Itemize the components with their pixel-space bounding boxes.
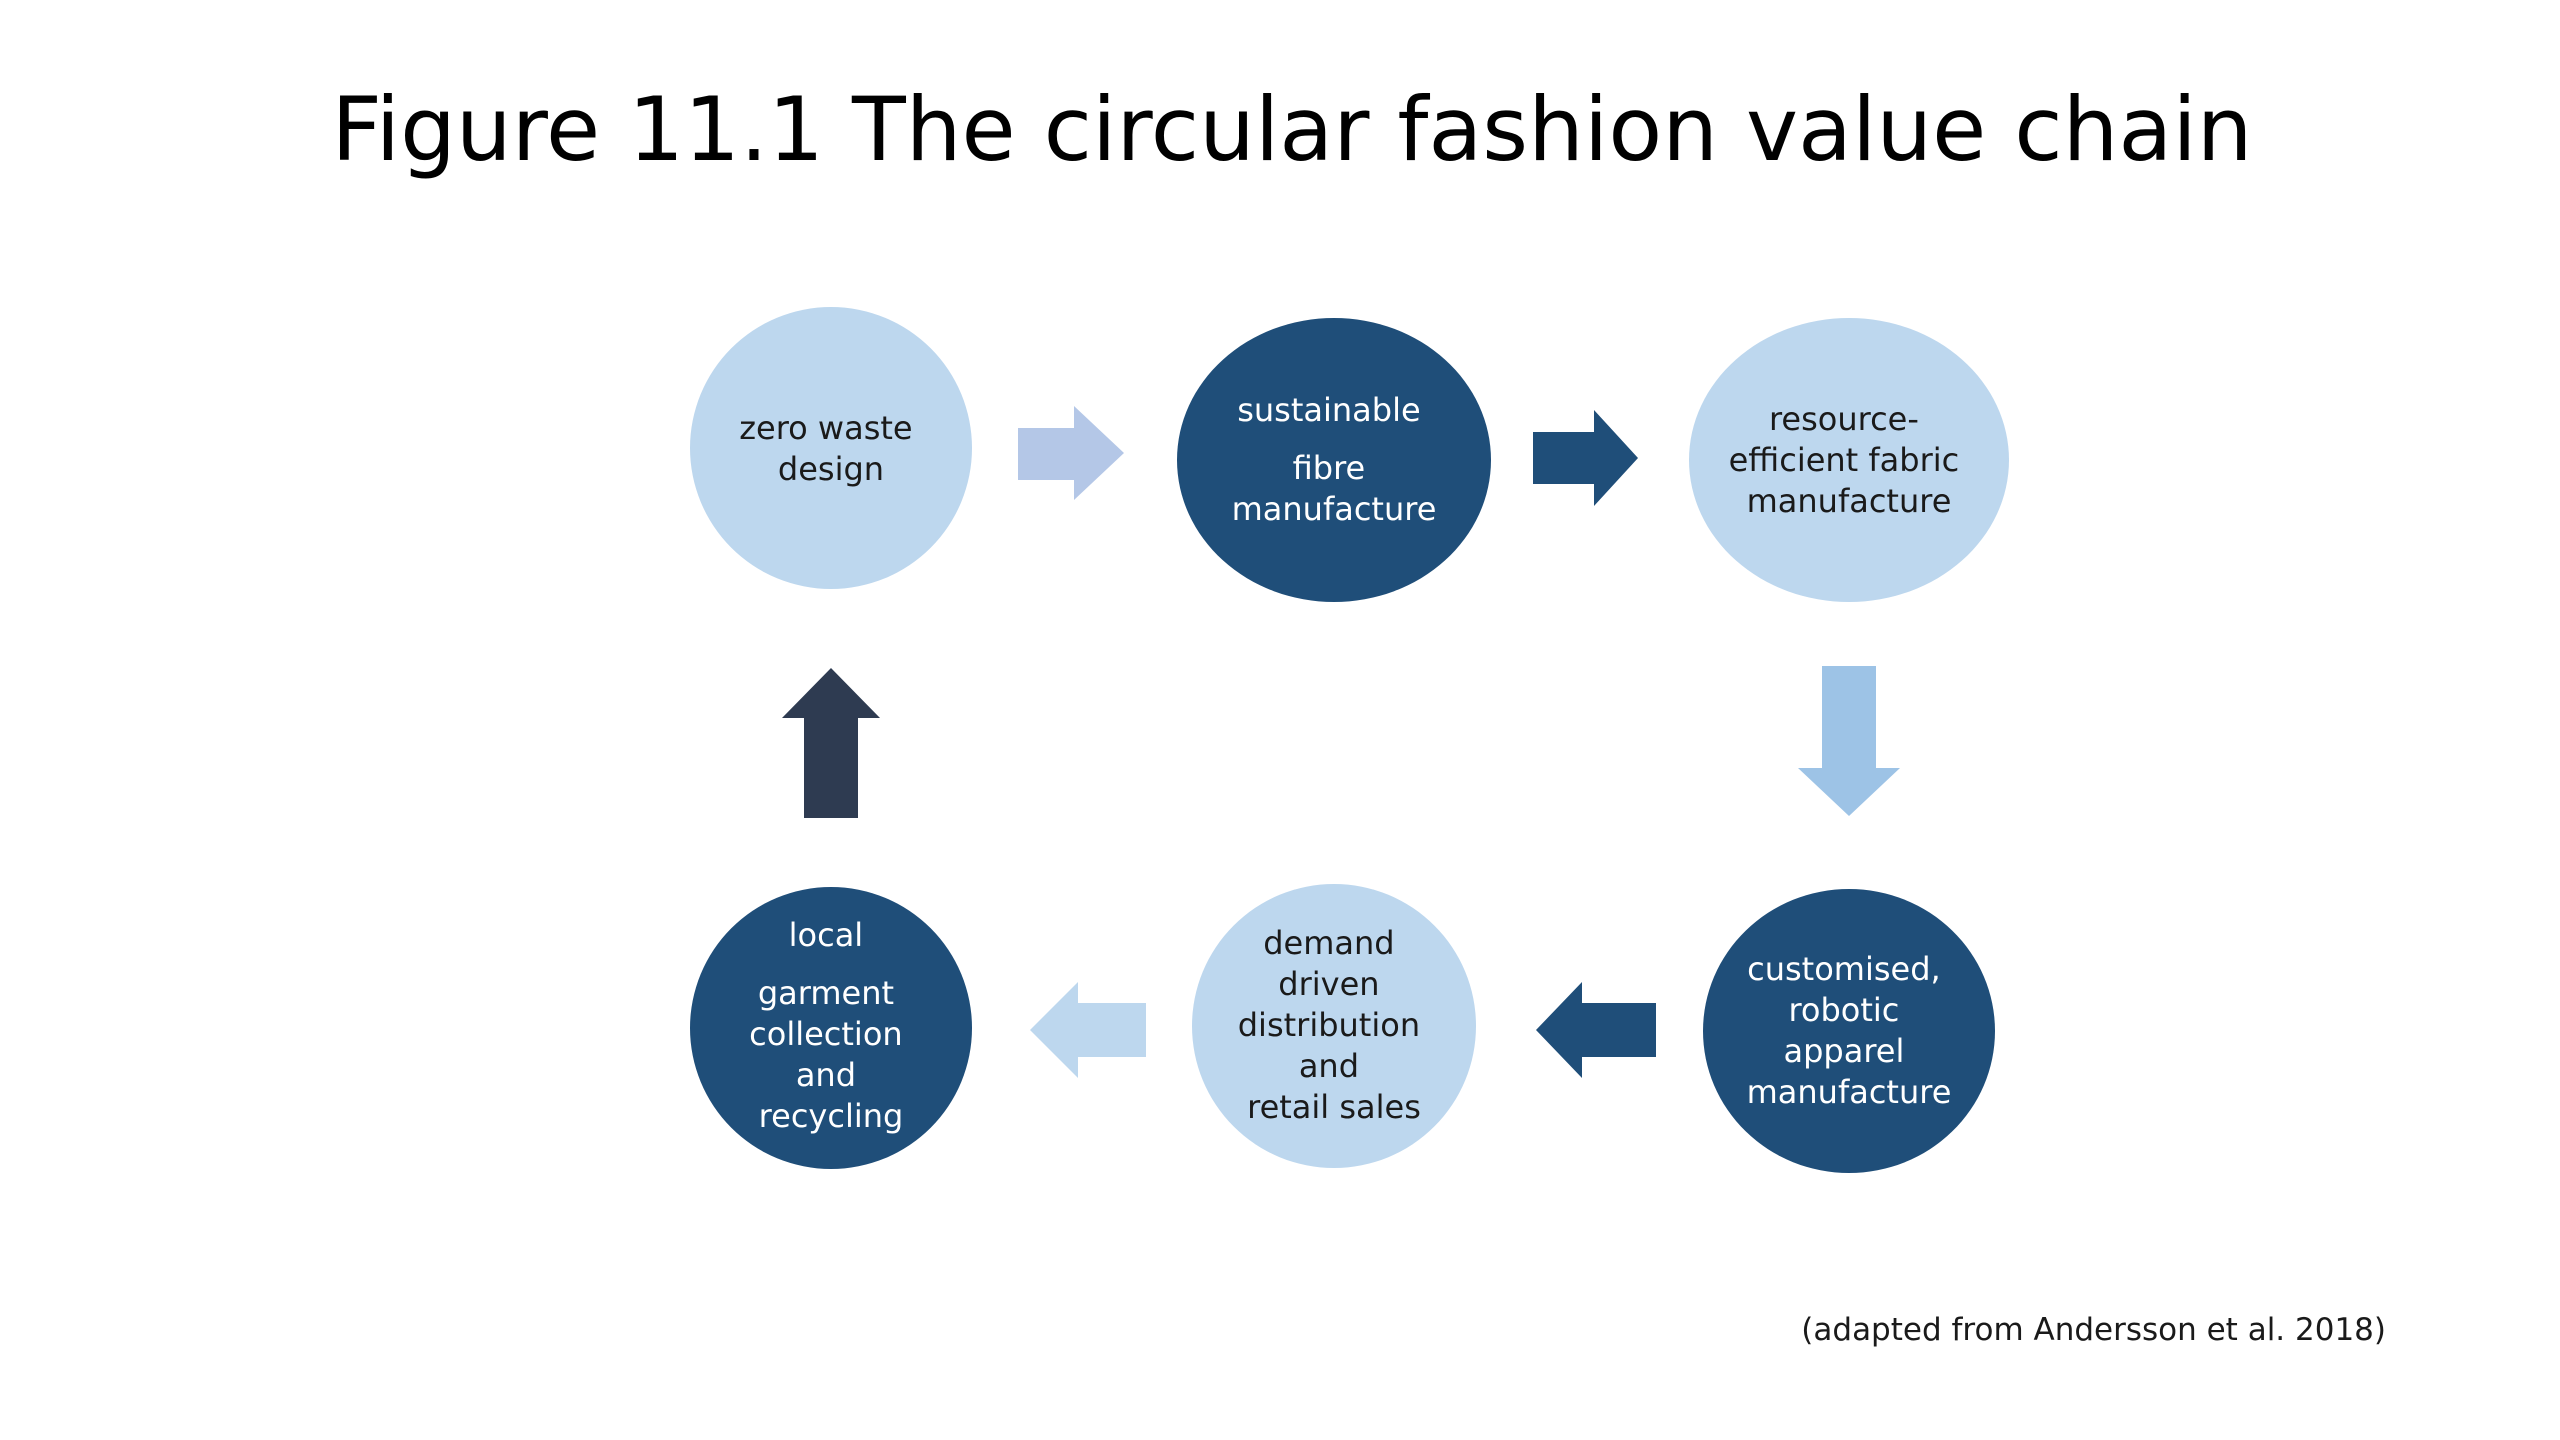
node-label-line: retail sales [1247, 1088, 1421, 1126]
node-shape [1689, 318, 2009, 602]
arrow-fabric-to-apparel [1798, 666, 1900, 816]
node-label-line: fibre [1293, 449, 1366, 487]
node-label: resource- efficient fabric manufacture [1729, 400, 1970, 520]
node-label-line: apparel [1783, 1032, 1904, 1070]
arrow-fibre-to-fabric [1533, 410, 1638, 506]
node-shape [690, 307, 972, 589]
node-label: zero waste design [739, 409, 923, 488]
arrow-apparel-to-distribution [1536, 982, 1656, 1078]
node-label-line: resource- [1769, 400, 1919, 438]
node-customised-robotic-apparel-manufacture: customised, robotic apparel manufacture [1703, 889, 1995, 1173]
node-label: demand driven distribution and retail sa… [1238, 924, 1431, 1126]
arrow-distribution-to-collection [1030, 982, 1146, 1078]
node-label-line: driven [1278, 965, 1379, 1003]
node-sustainable-fibre-manufacture: sustainable fibre manufacture [1177, 318, 1491, 602]
node-label-line: local [789, 916, 864, 954]
node-shape [1192, 884, 1476, 1168]
node-label-line: and [1299, 1047, 1359, 1085]
node-shape [1703, 889, 1995, 1173]
node-label-line: manufacture [1747, 482, 1952, 520]
node-label-line: manufacture [1232, 490, 1437, 528]
arrow-collection-to-design [782, 668, 880, 818]
node-label-line: robotic [1788, 991, 1899, 1029]
node-label-line: efficient fabric [1729, 441, 1960, 479]
node-label-line: zero waste [739, 409, 912, 447]
node-label-line: sustainable [1237, 391, 1420, 429]
node-label-line: design [778, 450, 884, 488]
node-resource-efficient-fabric-manufacture: resource- efficient fabric manufacture [1689, 318, 2009, 602]
node-label-line: garment [758, 974, 894, 1012]
node-label-line: recycling [759, 1097, 904, 1135]
node-label-line: manufacture [1747, 1073, 1952, 1111]
node-label-line: demand [1263, 924, 1394, 962]
node-label: customised, robotic apparel manufacture [1747, 950, 1952, 1111]
node-label-line: collection [749, 1015, 903, 1053]
node-shape [1177, 318, 1491, 602]
node-local-garment-collection-recycling: local garment collection and recycling [690, 887, 972, 1169]
node-shape [690, 887, 972, 1169]
node-label-line: and [796, 1056, 856, 1094]
node-label-line: distribution [1238, 1006, 1420, 1044]
node-zero-waste-design: zero waste design [690, 307, 972, 589]
node-label-line: customised, [1747, 950, 1941, 988]
node-label: sustainable fibre manufacture [1232, 391, 1437, 528]
node-label: local garment collection and recycling [749, 916, 913, 1135]
page-title: Figure 11.1 The circular fashion value c… [331, 78, 2252, 181]
source-citation: (adapted from Andersson et al. 2018) [1801, 1312, 2386, 1348]
arrow-design-to-fibre [1018, 406, 1124, 500]
node-demand-driven-distribution-retail: demand driven distribution and retail sa… [1192, 884, 1476, 1168]
